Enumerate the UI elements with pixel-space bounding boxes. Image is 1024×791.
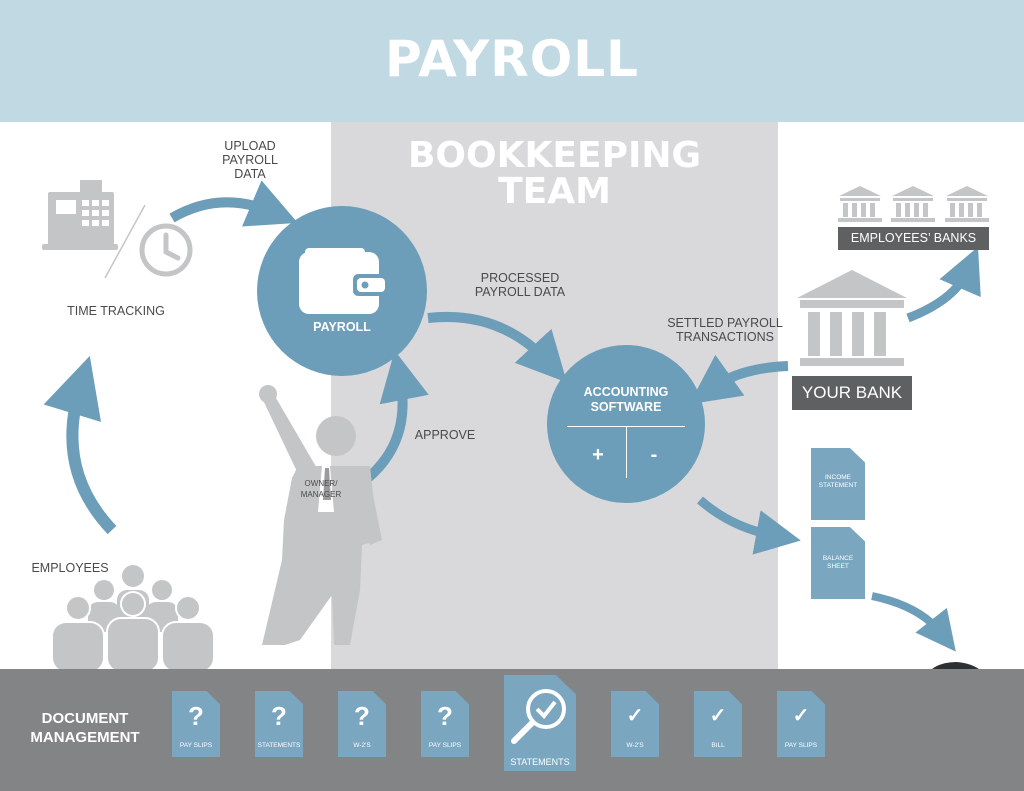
doc-label: STATEMENTS (257, 742, 301, 749)
doc-mgmt-line2: MANAGEMENT (30, 729, 140, 746)
accounting-software-label: ACCOUNTING SOFTWARE (547, 385, 705, 415)
your-bank-icon (797, 270, 907, 366)
your-bank-badge: YOUR BANK (792, 376, 912, 410)
accounting-software-circle: ACCOUNTING SOFTWARE + - (547, 345, 705, 503)
doc-w2s-checked: ✓ W-2'S (611, 691, 659, 757)
income-line2: STATEMENT (818, 482, 858, 489)
doc-pay-slips-checked: ✓ PAY SLIPS (777, 691, 825, 757)
question-icon: ? (271, 701, 287, 731)
accounting-line2: SOFTWARE (590, 400, 662, 414)
upload-line1: UPLOAD (224, 139, 276, 153)
doc-label: PAY SLIPS (784, 742, 818, 749)
settled-line2: TRANSACTIONS (676, 330, 774, 344)
processed-payroll-data-label: PROCESSED PAYROLL DATA (460, 271, 580, 299)
to-employees-banks-arrow (906, 246, 981, 323)
doc-label: STATEMENTS (510, 757, 570, 767)
magnifier-check-icon (511, 689, 566, 744)
question-icon: ? (188, 701, 204, 731)
doc-label: PAY SLIPS (428, 742, 462, 749)
team-title: BOOKKEEPING TEAM (331, 138, 778, 210)
payroll-circle: PAYROLL (257, 206, 427, 376)
doc-statements: ? STATEMENTS (255, 691, 303, 757)
employees-banks-badge: EMPLOYEES’ BANKS (838, 227, 989, 250)
income-statement-doc: INCOME STATEMENT (811, 448, 865, 520)
owner-manager-label: OWNER/ MANAGER (286, 478, 356, 500)
question-icon: ? (354, 701, 370, 731)
employees-up-arrow (43, 355, 117, 535)
payroll-circle-label: PAYROLL (313, 320, 371, 334)
doc-label: W-2'S (353, 742, 371, 749)
approve-arrow (364, 350, 429, 482)
doc-pay-slips: ? PAY SLIPS (172, 691, 220, 757)
employees-banks-icons (838, 186, 989, 222)
plus-sign: + (592, 444, 604, 466)
cash-register-icon (42, 180, 118, 250)
approve-label: APPROVE (414, 428, 476, 442)
upload-payroll-data-label: UPLOAD PAYROLL DATA (205, 139, 295, 181)
accounting-line1: ACCOUNTING (583, 385, 669, 399)
doc-label: BILL (711, 742, 725, 749)
doc-pay-slips: ? PAY SLIPS (421, 691, 469, 757)
settled-line1: SETTLED PAYROLL (667, 316, 783, 330)
owner-manager-figure-icon (259, 385, 382, 645)
ledger-vertical-line (626, 426, 627, 478)
employees-label: EMPLOYEES (31, 561, 109, 575)
upload-line2: PAYROLL (222, 153, 278, 167)
bank-icon (891, 186, 935, 222)
processed-line2: PAYROLL DATA (474, 285, 566, 299)
wallet-icon (299, 248, 385, 314)
doc-label: PAY SLIPS (179, 742, 213, 749)
doc-mgmt-line1: DOCUMENT (41, 710, 129, 727)
check-icon: ✓ (626, 705, 644, 727)
settled-payroll-label: SETTLED PAYROLL TRANSACTIONS (655, 316, 795, 344)
document-management-title: DOCUMENT MANAGEMENT (10, 709, 160, 747)
balance-line2: SHEET (827, 563, 849, 570)
page-title: PAYROLL (385, 30, 639, 88)
processed-line1: PROCESSED (480, 271, 560, 285)
doc-bill-checked: ✓ BILL (694, 691, 742, 757)
bank-icon (945, 186, 989, 222)
check-icon: ✓ (709, 705, 727, 727)
time-tracking-label: TIME TRACKING (67, 304, 165, 318)
team-title-line2: TEAM (498, 171, 611, 212)
to-reports-arrow (697, 496, 801, 555)
check-icon: ✓ (792, 705, 810, 727)
question-icon: ? (437, 701, 453, 731)
header-bar (0, 0, 1024, 122)
bank-icon (838, 186, 882, 222)
clock-icon (139, 223, 193, 277)
balance-line1: BALANCE (822, 555, 854, 562)
balance-sheet-doc: BALANCE SHEET (811, 527, 865, 599)
processed-arrow (427, 312, 568, 383)
team-title-line1: BOOKKEEPING (407, 135, 702, 176)
income-statement-label: INCOME STATEMENT (811, 474, 865, 490)
income-line1: INCOME (825, 474, 851, 481)
balance-sheet-label: BALANCE SHEET (811, 555, 865, 571)
owner-line2: MANAGER (300, 490, 342, 499)
upload-line3: DATA (234, 167, 266, 181)
owner-line1: OWNER/ (304, 479, 338, 488)
doc-label: W-2'S (626, 742, 644, 749)
doc-statements-featured: STATEMENTS (504, 675, 576, 771)
doc-w2s: ? W-2'S (338, 691, 386, 757)
upload-arrow (169, 180, 298, 227)
settled-arrow (689, 354, 789, 405)
minus-sign: - (650, 444, 658, 466)
to-cloud-arrow (871, 592, 956, 652)
divider-slash (104, 204, 146, 279)
employees-group-icon (51, 565, 215, 673)
